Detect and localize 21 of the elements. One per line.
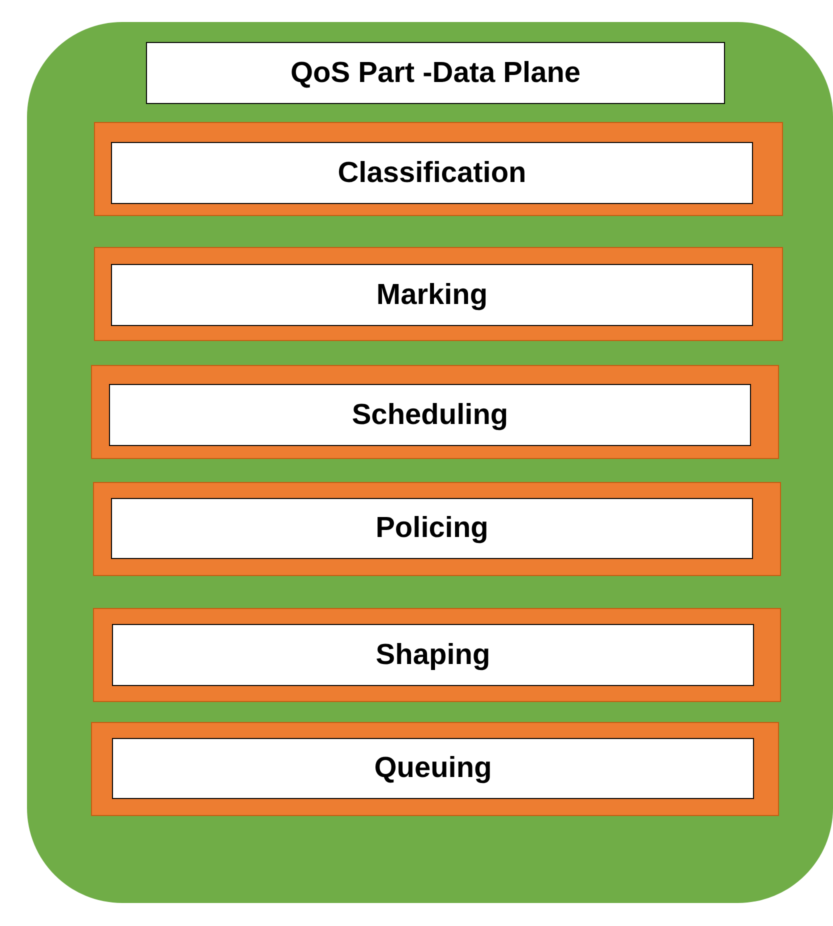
step-band xyxy=(94,247,783,341)
step-box xyxy=(111,142,753,204)
step-band xyxy=(93,608,781,702)
step-box xyxy=(109,384,751,446)
step-box xyxy=(112,624,754,686)
step-label: Classification xyxy=(338,156,526,190)
step-box xyxy=(111,498,753,559)
title-text: QoS Part -Data Plane xyxy=(290,56,581,90)
title-box xyxy=(146,42,725,104)
step-label: Queuing xyxy=(374,752,492,785)
step-band xyxy=(91,365,779,459)
step-label: Policing xyxy=(376,512,488,545)
step-band xyxy=(94,122,783,216)
step-label: Marking xyxy=(376,278,488,312)
step-box xyxy=(111,264,753,326)
step-box xyxy=(112,738,754,799)
section-panel xyxy=(27,22,833,903)
step-band xyxy=(91,722,779,816)
step-label: Scheduling xyxy=(352,398,508,432)
step-band xyxy=(93,482,781,576)
step-label: Shaping xyxy=(376,638,490,672)
